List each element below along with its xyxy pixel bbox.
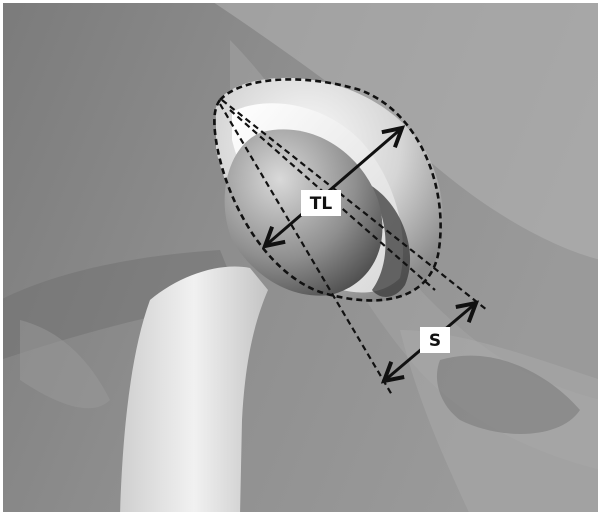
s-label-text: S <box>429 331 441 351</box>
tl-label: TL <box>301 190 341 216</box>
tl-label-text: TL <box>310 194 333 214</box>
s-label: S <box>420 327 450 353</box>
